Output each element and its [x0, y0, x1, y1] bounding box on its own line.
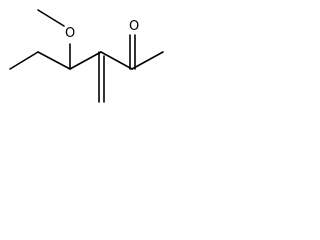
bond-ch3-ch2 [9, 51, 39, 70]
bond-c4-c3 [69, 51, 102, 70]
methoxy-oxygen-label: O [65, 26, 75, 41]
bond-c2-c1 [131, 51, 164, 70]
bond-c3-c2 [100, 51, 133, 70]
bond-o-methoxy-ch3 [37, 9, 65, 27]
bond-ch2-c4 [37, 51, 71, 70]
skeletal-structure-diagram: O O [9, 9, 164, 103]
carbonyl-oxygen-label: O [129, 19, 139, 34]
